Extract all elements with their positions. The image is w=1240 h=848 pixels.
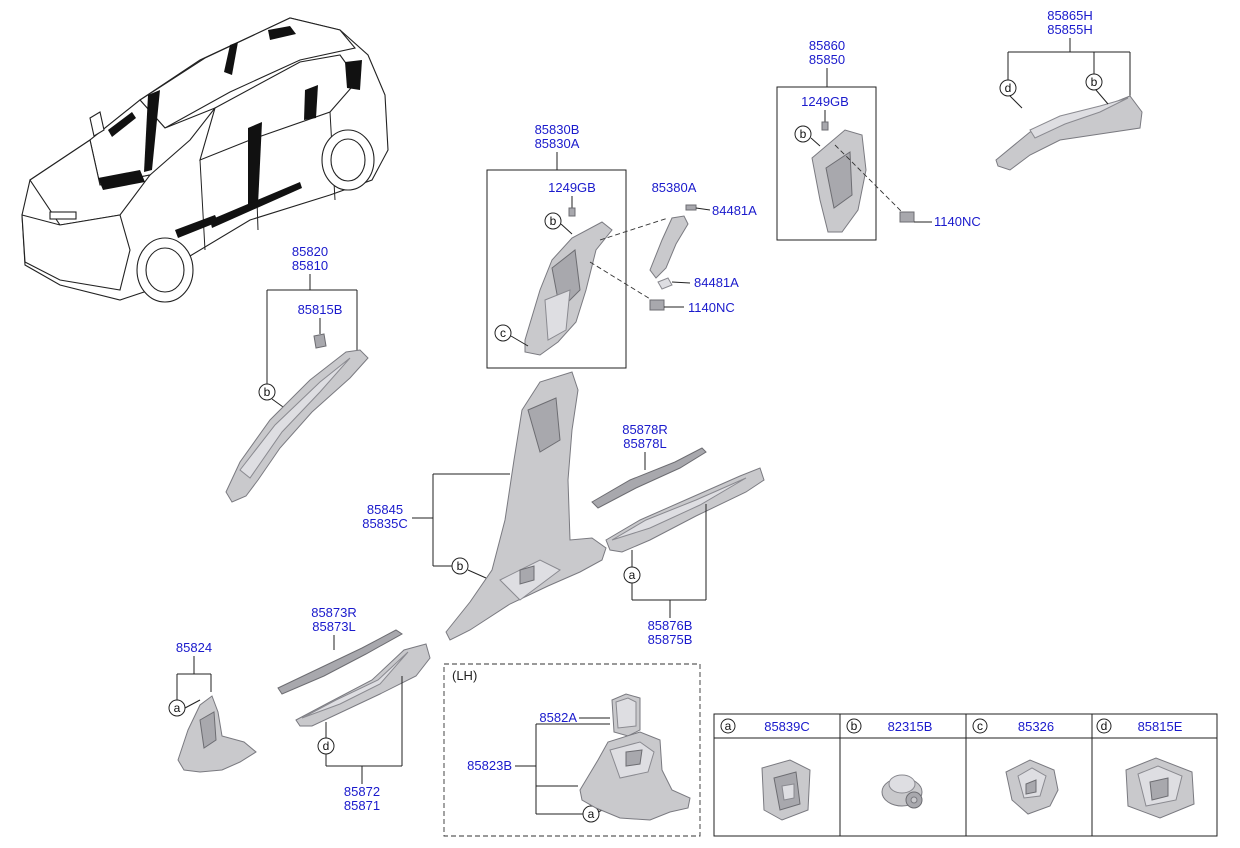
vehicle-overview-illustration <box>21 17 389 303</box>
callout-circle-b <box>1085 73 1103 91</box>
part-group-85876B: a 85876B 85875B <box>605 467 765 647</box>
svg-text:c: c <box>977 719 983 733</box>
part-group-85824: 85824 a <box>168 640 257 773</box>
lh-label: (LH) <box>452 668 477 683</box>
svg-text:b: b <box>550 214 557 228</box>
svg-text:b: b <box>457 559 464 573</box>
legend-part-85815E[interactable]: 85815E <box>1138 719 1183 734</box>
svg-text:a: a <box>588 807 595 821</box>
part-group-85873R: 85873R 85873L <box>277 605 403 695</box>
part-group-85830B: 85830B 85830A 1249GB b c 85380A 84481A 8… <box>486 122 757 369</box>
clip-85815E-icon <box>1125 757 1195 819</box>
part-group-85860: 85860 85850 1249GB b 1140NC <box>776 38 981 241</box>
part-number-1140NC-right[interactable]: 1140NC <box>934 214 981 229</box>
part-group-85820: 85820 85810 85815B b <box>225 244 369 503</box>
part-group-85865H: 85865H 85855H d b <box>995 8 1143 171</box>
part-number-85860[interactable]: 85860 <box>809 38 845 53</box>
svg-text:d: d <box>323 739 330 753</box>
part-number-85823B[interactable]: 85823B <box>467 758 512 773</box>
svg-text:d: d <box>1101 719 1108 733</box>
part-group-85872: d 85872 85871 <box>295 643 431 813</box>
part-number-85850[interactable]: 85850 <box>809 52 845 67</box>
part-number-85820[interactable]: 85820 <box>292 244 328 259</box>
part-number-84481A-bot[interactable]: 84481A <box>694 275 739 290</box>
svg-text:b: b <box>264 385 271 399</box>
legend-callout-a <box>720 718 736 734</box>
svg-text:a: a <box>725 719 732 733</box>
part-number-85830B[interactable]: 85830B <box>535 122 580 137</box>
part-number-85878L[interactable]: 85878L <box>623 436 666 451</box>
part-number-85876B[interactable]: 85876B <box>648 618 693 633</box>
part-number-85830A[interactable]: 85830A <box>535 136 580 151</box>
part-number-85878R[interactable]: 85878R <box>622 422 668 437</box>
legend-part-82315B[interactable]: 82315B <box>888 719 933 734</box>
svg-text:b: b <box>851 719 858 733</box>
callout-circle-d <box>999 79 1017 97</box>
part-number-85873L[interactable]: 85873L <box>312 619 355 634</box>
svg-text:c: c <box>500 326 506 340</box>
part-number-85835C[interactable]: 85835C <box>362 516 408 531</box>
part-number-85872[interactable]: 85872 <box>344 784 380 799</box>
part-number-85873R[interactable]: 85873R <box>311 605 357 620</box>
part-number-84481A-top[interactable]: 84481A <box>712 203 757 218</box>
part-number-8582A[interactable]: 8582A <box>539 710 577 725</box>
legend-part-85839C[interactable]: 85839C <box>764 719 810 734</box>
clip-85326-icon <box>1005 759 1059 815</box>
legend-part-85326[interactable]: 85326 <box>1018 719 1054 734</box>
fastener-legend-table: a 85839C b 82315B c 85326 d 85815E <box>713 713 1218 837</box>
svg-text:b: b <box>1091 75 1098 89</box>
legend-callout-c <box>972 718 988 734</box>
part-number-1140NC-mid[interactable]: 1140NC <box>688 300 735 315</box>
part-number-1249GB-mid[interactable]: 1249GB <box>548 180 596 195</box>
part-number-85865H[interactable]: 85865H <box>1047 8 1093 23</box>
part-number-85845[interactable]: 85845 <box>367 502 403 517</box>
part-number-85815B[interactable]: 85815B <box>298 302 343 317</box>
part-number-85824[interactable]: 85824 <box>176 640 212 655</box>
part-group-85878R: 85878R 85878L <box>591 422 707 509</box>
part-number-85855H[interactable]: 85855H <box>1047 22 1093 37</box>
lh-group: (LH) 8582A 85823B a <box>443 663 701 837</box>
svg-text:d: d <box>1005 81 1012 95</box>
part-number-85875B[interactable]: 85875B <box>648 632 693 647</box>
legend-callout-b <box>846 718 862 734</box>
part-number-85380A[interactable]: 85380A <box>652 180 697 195</box>
part-number-85810[interactable]: 85810 <box>292 258 328 273</box>
part-number-1249GB-right[interactable]: 1249GB <box>801 94 849 109</box>
clip-82315B-icon <box>881 774 923 809</box>
svg-text:a: a <box>174 701 181 715</box>
part-number-85871[interactable]: 85871 <box>344 798 380 813</box>
svg-text:a: a <box>629 568 636 582</box>
legend-callout-d <box>1096 718 1112 734</box>
part-group-85845: 85845 85835C b <box>362 371 607 641</box>
clip-85839C-icon <box>761 759 811 821</box>
svg-text:b: b <box>800 127 807 141</box>
